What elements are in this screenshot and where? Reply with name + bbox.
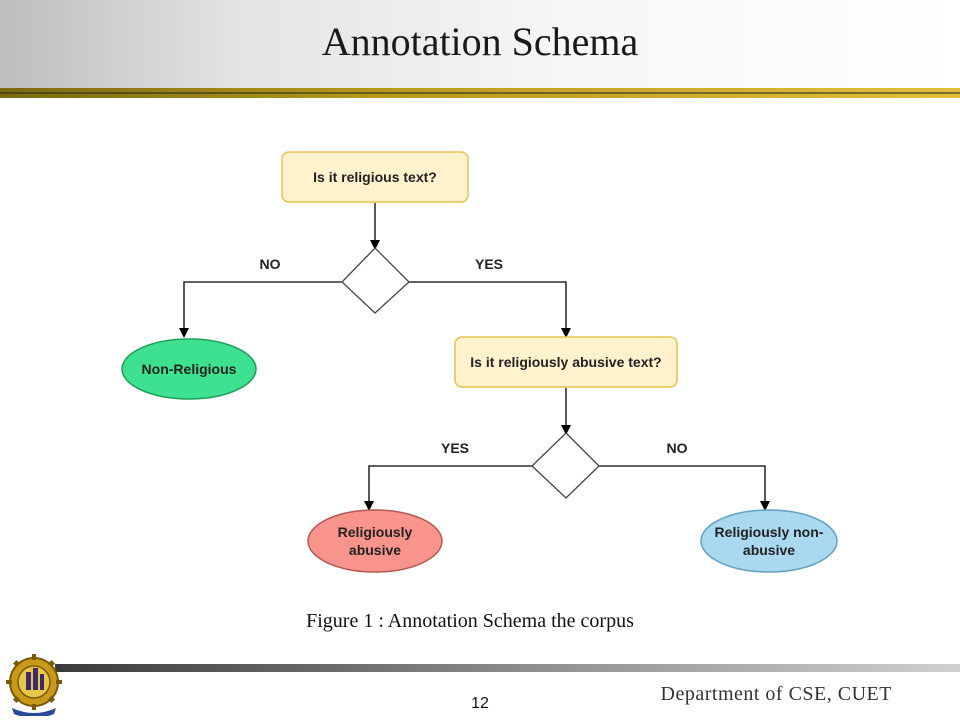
figure-caption: Figure 1 : Annotation Schema the corpus: [306, 610, 634, 632]
outcome-religiously-non-abusive: [700, 509, 838, 573]
decision-diamond-2: [531, 432, 600, 499]
header-divider: [0, 88, 960, 98]
footer-divider: [55, 664, 960, 672]
question-religious-text: [281, 151, 469, 203]
page-number: 12: [471, 695, 489, 712]
edge-d1-no: [179, 281, 342, 338]
question-religiously-abusive: [454, 336, 678, 388]
question-religious-text-label: Is it religious text?: [313, 169, 437, 185]
outcome-religiously-non-abusive-line2: abusive: [743, 542, 795, 558]
slide-title: Annotation Schema: [321, 19, 639, 64]
edge-label-yes-1: YES: [475, 256, 503, 272]
edge-d2-no: [599, 465, 770, 511]
outcome-non-religious: [121, 338, 257, 400]
outcome-religiously-abusive-line2: abusive: [349, 542, 401, 558]
edge-d1-yes: [409, 281, 571, 338]
outcome-religiously-abusive: [307, 509, 443, 573]
decision-diamond-1: [341, 247, 410, 314]
outcome-religiously-non-abusive-line1: Religiously non-: [715, 524, 824, 540]
department-name: Department of CSE, CUET: [660, 683, 892, 705]
outcome-religiously-abusive-line1: Religiously: [338, 524, 413, 540]
slide-header: [0, 0, 960, 90]
edge-d2-yes: [364, 465, 532, 511]
edge-label-yes-2: YES: [441, 440, 469, 456]
university-logo-icon: [6, 654, 62, 716]
edge-label-no-1: NO: [260, 256, 281, 272]
outcome-non-religious-label: Non-Religious: [142, 361, 237, 377]
edge-label-no-2: NO: [667, 440, 688, 456]
question-religiously-abusive-label: Is it religiously abusive text?: [470, 354, 661, 370]
